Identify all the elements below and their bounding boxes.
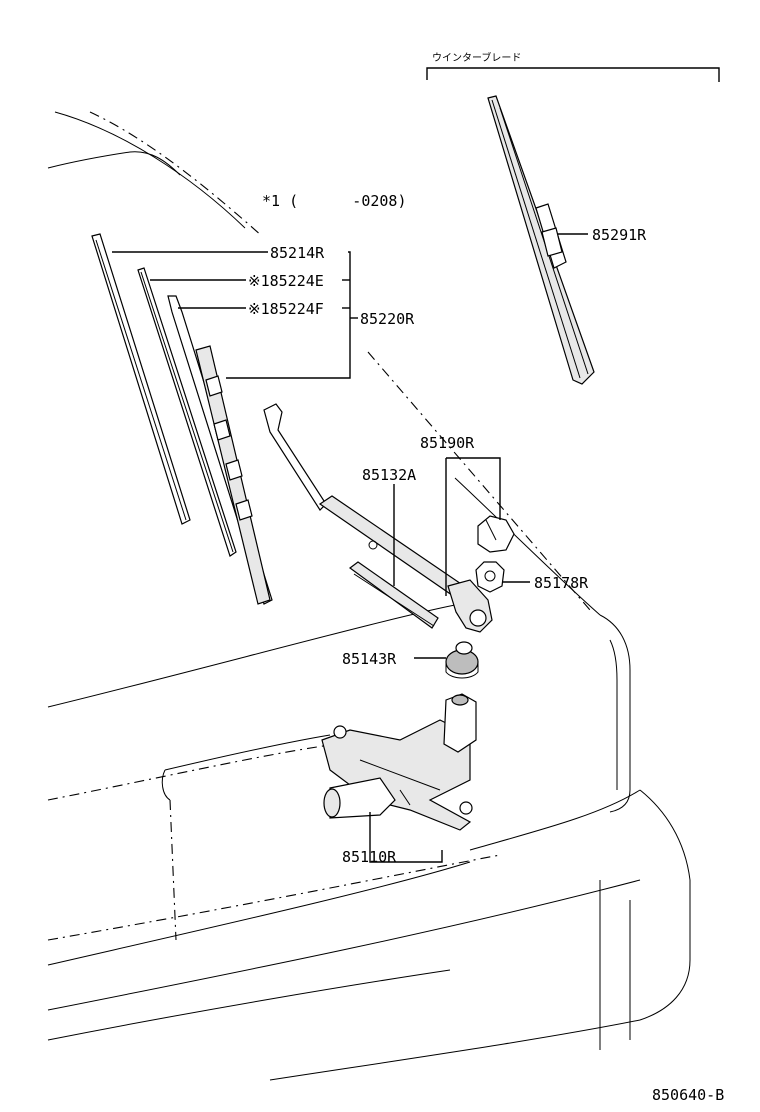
leader-lines xyxy=(112,233,588,863)
diagram-code: 850640-B xyxy=(652,1086,724,1104)
wiper-arm-85190R xyxy=(263,403,493,633)
part-label-85132A[interactable]: 85132A xyxy=(362,466,416,484)
part-label-85178R[interactable]: 85178R xyxy=(534,574,589,592)
arm-cover-85132A xyxy=(348,561,439,629)
nut-85178R xyxy=(475,561,505,593)
part-label-85214R[interactable]: 85214R xyxy=(270,244,325,262)
pivot-cap xyxy=(477,515,515,553)
wiper-motor-85110R xyxy=(321,693,477,831)
footnote-serial-range: *1 ( -0208) xyxy=(262,192,407,210)
grommet-85143R xyxy=(445,641,479,679)
winter-blade-bracket xyxy=(426,67,720,82)
vehicle-body-outline xyxy=(47,111,691,1081)
blade-refill-85214R xyxy=(91,233,191,525)
winter-wiper-blade xyxy=(487,95,595,385)
blade-rubber-85224E xyxy=(137,267,237,557)
part-label-85190R[interactable]: 85190R xyxy=(420,434,475,452)
part-label-85220R[interactable]: 85220R xyxy=(360,310,415,328)
part-label-85224E[interactable]: ※185224E xyxy=(248,272,324,290)
winter-blade-label: ウインターブレード xyxy=(432,51,521,64)
part-label-85224F[interactable]: ※185224F xyxy=(248,300,324,318)
wiper-blade-85220R xyxy=(195,345,271,605)
part-label-85110R[interactable]: 85110R xyxy=(342,848,397,866)
part-label-85143R[interactable]: 85143R xyxy=(342,650,397,668)
part-label-85291R[interactable]: 85291R xyxy=(592,226,647,244)
